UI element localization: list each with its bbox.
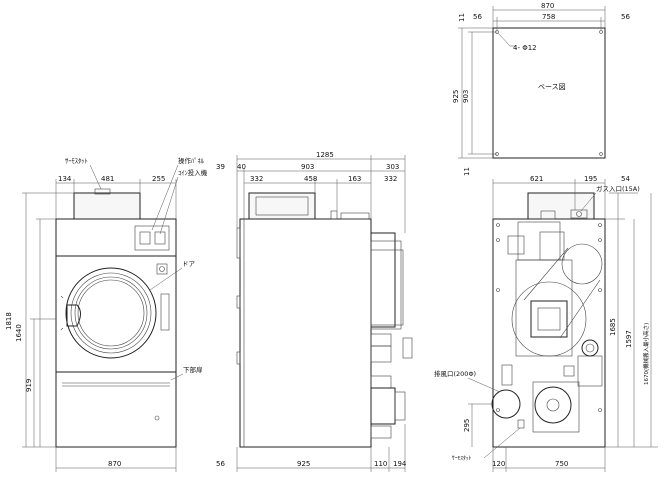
fan-square xyxy=(530,300,568,338)
side-body xyxy=(239,218,372,448)
coin-slot xyxy=(154,231,166,245)
base-depth-total: 925 xyxy=(452,90,460,103)
rear-dim-120: 120 xyxy=(492,460,505,468)
door-handle xyxy=(66,304,81,327)
base-hole xyxy=(599,30,603,34)
base-hole xyxy=(599,152,603,156)
rear-top-box xyxy=(527,192,595,220)
top-box xyxy=(73,192,141,220)
rear-dim-621: 621 xyxy=(530,175,543,183)
pulley xyxy=(561,243,603,285)
door-hinge xyxy=(160,293,170,331)
gas-inlet-label: ガス入口(15A) xyxy=(596,184,640,193)
thermostat xyxy=(94,188,111,195)
rear-dim-1670: 1670(機械搬入最小高さ) xyxy=(642,323,650,385)
side-dim-458: 458 xyxy=(304,175,317,183)
control-panel-label: 操作ﾊﾟﾈﾙ xyxy=(178,156,205,165)
front-dim-870: 870 xyxy=(108,460,121,468)
base-title: ベース図 xyxy=(538,83,566,91)
side-dim-163: 163 xyxy=(348,175,361,183)
side-dim-39: 39 xyxy=(216,163,225,171)
front-view: 134 481 255 ｻｰﾓｽﾀｯﾄ 操作ﾊﾟﾈﾙ ｺｲﾝ投入機 ドア 下部扉… xyxy=(5,156,208,472)
side-dim-925: 925 xyxy=(297,460,310,468)
panel-display xyxy=(139,231,151,245)
rear-dim-295: 295 xyxy=(463,419,471,432)
side-dim-40: 40 xyxy=(237,163,246,171)
exhaust-stub xyxy=(370,387,396,425)
door-button xyxy=(156,263,168,275)
door-ring xyxy=(65,267,157,359)
burner-ring xyxy=(534,386,572,424)
lower-door xyxy=(55,371,177,448)
rear-dim-750: 750 xyxy=(555,460,568,468)
side-dim-56: 56 xyxy=(216,460,225,468)
front-thermostat-label: ｻｰﾓｽﾀｯﾄ xyxy=(65,157,88,165)
base-width-total: 870 xyxy=(541,2,554,10)
rear-body xyxy=(492,218,606,448)
base-inner-depth: 903 xyxy=(462,90,470,103)
base-bottom-offset: 11 xyxy=(463,167,471,176)
motor-pulley xyxy=(581,339,599,357)
front-body xyxy=(55,218,177,448)
side-dim-332b: 332 xyxy=(384,175,397,183)
door-label: ドア xyxy=(182,260,196,268)
lower-door-label: 下部扉 xyxy=(183,365,203,374)
rear-duct xyxy=(370,232,396,328)
front-dim-919: 919 xyxy=(25,379,33,392)
side-dim-903: 903 xyxy=(301,163,314,171)
side-top-box xyxy=(248,192,316,220)
side-dim-303: 303 xyxy=(386,163,399,171)
side-dim-332a: 332 xyxy=(250,175,263,183)
side-dim-110: 110 xyxy=(374,460,387,468)
front-dim-1818: 1818 xyxy=(5,312,13,330)
side-dim-194: 194 xyxy=(393,460,407,468)
base-right-margin: 56 xyxy=(621,13,630,21)
rear-dim-1685: 1685 xyxy=(609,318,617,336)
control-panel xyxy=(134,225,170,251)
front-dim-255: 255 xyxy=(152,175,165,183)
base-left-margin: 56 xyxy=(473,13,482,21)
base-outline xyxy=(492,27,606,159)
exhaust-label: 排風口(200Φ) xyxy=(434,369,476,378)
base-inner-width: 758 xyxy=(542,13,555,21)
rear-dim-1597: 1597 xyxy=(625,330,633,348)
front-dim-481: 481 xyxy=(101,175,114,183)
base-top-offset: 11 xyxy=(458,13,466,22)
base-view: 870 56 758 56 11 925 903 11 4- Φ12 ベース図 xyxy=(452,2,630,176)
front-dim-1640: 1640 xyxy=(15,324,23,342)
base-hole-label: 4- Φ12 xyxy=(513,44,537,52)
exhaust-port xyxy=(491,389,521,419)
side-view: 1285 39 40 903 303 332 458 163 332 56 92… xyxy=(216,151,413,472)
rear-dim-54: 54 xyxy=(621,175,630,183)
rear-dim-195: 195 xyxy=(584,175,597,183)
coin-label: ｺｲﾝ投入機 xyxy=(178,168,208,177)
side-dim-1285: 1285 xyxy=(316,151,334,159)
front-dim-134: 134 xyxy=(58,175,72,183)
rear-view: 621 195 54 ガス入口(15A) 1685 1597 1670(機械搬入… xyxy=(434,175,658,472)
fan-housing xyxy=(511,281,587,357)
rear-thermostat-label: ｻｰﾓｽﾀｯﾄ xyxy=(452,455,472,462)
